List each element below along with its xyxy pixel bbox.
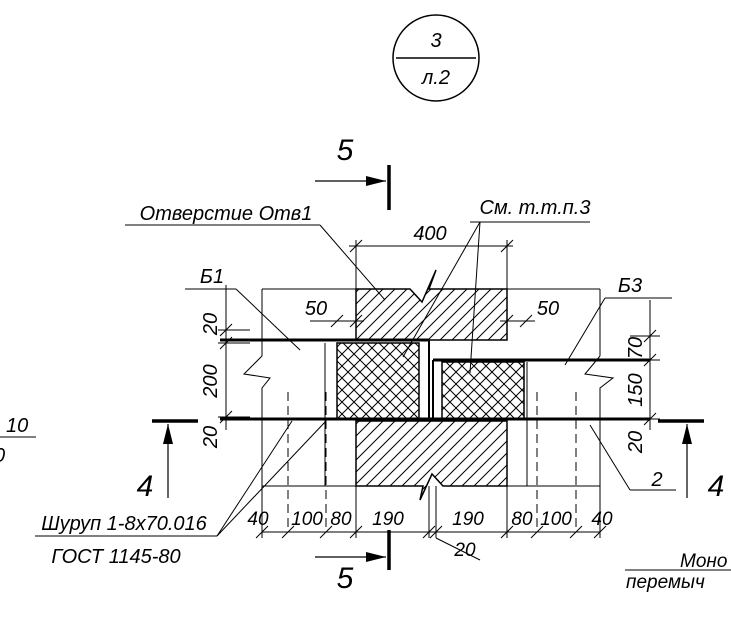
- dim-bottom-20: 20: [453, 540, 476, 561]
- dim-20-bot: 20: [200, 426, 222, 449]
- section-mark-4-left: 4: [137, 419, 198, 503]
- insulation-right: [441, 361, 525, 420]
- section-mark-5-bottom: 5: [315, 530, 391, 595]
- dim-bottom-100b: 100: [540, 509, 572, 530]
- dim-bottom-40a: 40: [247, 509, 269, 530]
- label-edge-num: 10: [6, 415, 28, 437]
- label-opening: Отверстие Отв1: [140, 203, 313, 225]
- dim-bottom-80b: 80: [511, 509, 533, 530]
- leaders: [0, 221, 731, 571]
- label-screw-2: ГОСТ 1145-80: [51, 546, 180, 568]
- dim-400: 400: [413, 223, 446, 245]
- dimensions: [218, 239, 660, 561]
- label-mono: Моно: [680, 551, 727, 572]
- section-mark-4-right: 4: [658, 419, 725, 503]
- label-see-ttp: См. т.т.п.3: [480, 197, 591, 219]
- dim-50-left: 50: [305, 298, 327, 320]
- label-pos2: 2: [650, 469, 662, 491]
- label-edge-num2: 0: [0, 445, 5, 467]
- callout-number: 3: [430, 30, 441, 52]
- section-label-top: 5: [337, 134, 354, 167]
- section-mark-5-top: 5: [315, 134, 391, 210]
- callout-sheet: л.2: [421, 67, 450, 89]
- dim-bottom-190a: 190: [372, 509, 404, 530]
- insulation-left: [336, 342, 420, 420]
- label-screw-1: Шуруп 1-8х70.016: [41, 513, 207, 535]
- structure: [220, 269, 650, 532]
- dim-bottom-40b: 40: [591, 509, 613, 530]
- concrete-bottom: [355, 420, 508, 501]
- label-b3: Б3: [618, 275, 642, 297]
- dim-200: 200: [200, 364, 222, 398]
- dim-20-top: 20: [200, 313, 222, 336]
- label-lintel: перемыч: [626, 572, 705, 593]
- dim-bottom-190b: 190: [452, 509, 484, 530]
- section-label-left: 4: [137, 470, 154, 503]
- dim-20-right: 20: [625, 431, 647, 454]
- detail-callout: 3 л.2: [392, 14, 480, 102]
- dim-150: 150: [625, 373, 647, 406]
- section-label-right: 4: [708, 470, 725, 503]
- section-label-bottom: 5: [337, 562, 354, 595]
- dim-bottom-100a: 100: [291, 509, 323, 530]
- concrete-top: [355, 269, 508, 341]
- dim-bottom-80a: 80: [330, 509, 352, 530]
- dim-50-right: 50: [537, 298, 559, 320]
- label-b1: Б1: [200, 266, 224, 288]
- dim-70: 70: [625, 337, 647, 359]
